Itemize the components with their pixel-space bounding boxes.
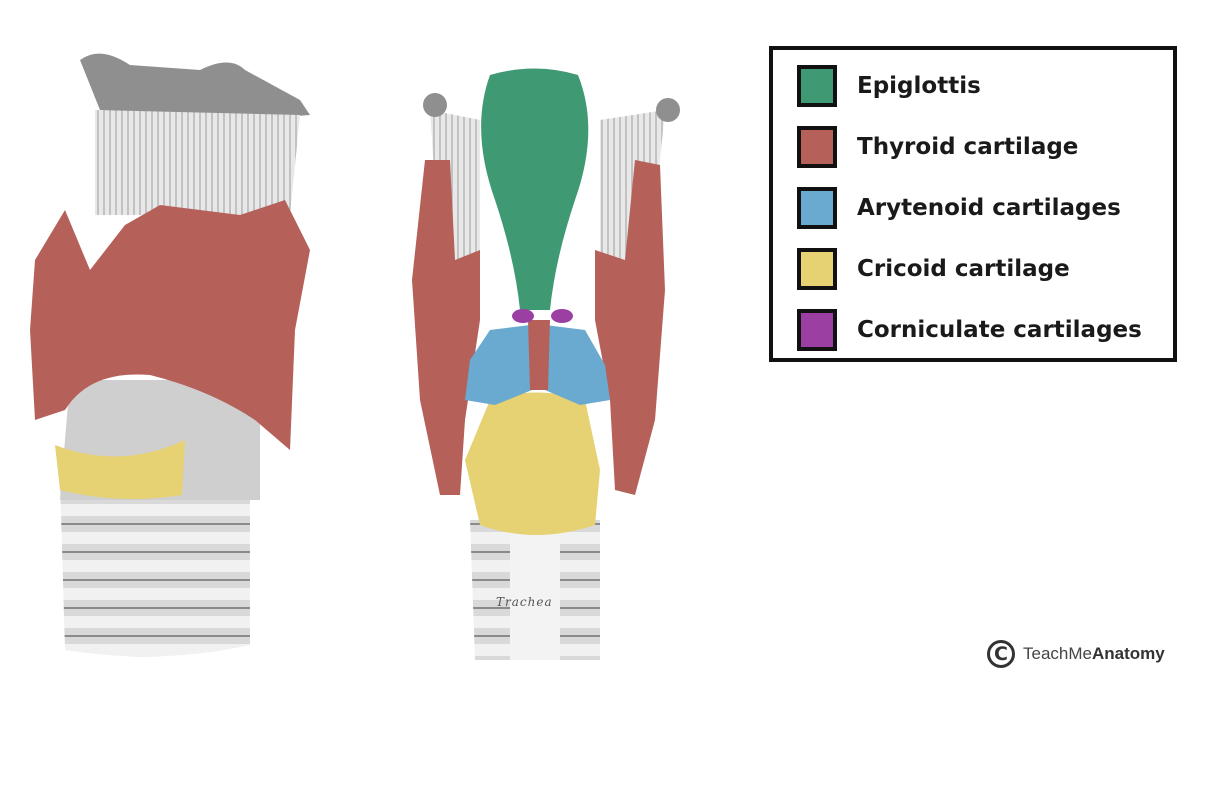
watermark-logo: C TeachMeAnatomy	[987, 640, 1165, 668]
legend-swatch	[797, 309, 837, 351]
corniculate-right	[551, 309, 573, 323]
legend-swatch	[797, 187, 837, 229]
legend-label: Cricoid cartilage	[857, 256, 1070, 282]
legend-item-epiglottis: Epiglottis	[797, 62, 981, 110]
legend: Epiglottis Thyroid cartilage Arytenoid c…	[769, 46, 1177, 362]
trachea-label: Trachea	[496, 595, 553, 609]
arytenoid-right	[545, 325, 610, 405]
corniculate-left	[512, 309, 534, 323]
trachea-membrane	[510, 530, 560, 660]
arytenoid-left	[465, 325, 532, 405]
legend-swatch	[797, 126, 837, 168]
legend-label: Corniculate cartilages	[857, 317, 1142, 343]
posterior-view: Trachea	[412, 68, 680, 660]
legend-item-corniculate: Corniculate cartilages	[797, 306, 1142, 354]
copyright-icon: C	[987, 640, 1015, 668]
cricoid-anterior	[55, 440, 185, 499]
legend-item-cricoid: Cricoid cartilage	[797, 245, 1070, 293]
brand-light: TeachMe	[1023, 644, 1092, 663]
legend-label: Epiglottis	[857, 73, 981, 99]
legend-item-thyroid: Thyroid cartilage	[797, 123, 1078, 171]
cricoid-posterior	[465, 392, 600, 535]
anterior-view	[30, 53, 310, 657]
brand-name: TeachMeAnatomy	[1023, 644, 1165, 664]
hyoid-bone	[80, 53, 310, 120]
thyroid-anterior	[30, 200, 310, 450]
legend-item-arytenoid: Arytenoid cartilages	[797, 184, 1121, 232]
brand-bold: Anatomy	[1091, 644, 1165, 663]
superior-horn-left	[423, 93, 447, 117]
thyroid-posterior-left	[412, 160, 480, 495]
legend-swatch	[797, 65, 837, 107]
epiglottis	[481, 68, 589, 310]
legend-label: Arytenoid cartilages	[857, 195, 1121, 221]
legend-label: Thyroid cartilage	[857, 134, 1079, 160]
superior-horn-right	[656, 98, 680, 122]
legend-swatch	[797, 248, 837, 290]
thyrohyoid-membrane	[95, 110, 300, 215]
thyroid-posterior-right	[595, 160, 665, 495]
trachea-anterior	[60, 480, 250, 657]
interarytenoid	[528, 320, 550, 390]
